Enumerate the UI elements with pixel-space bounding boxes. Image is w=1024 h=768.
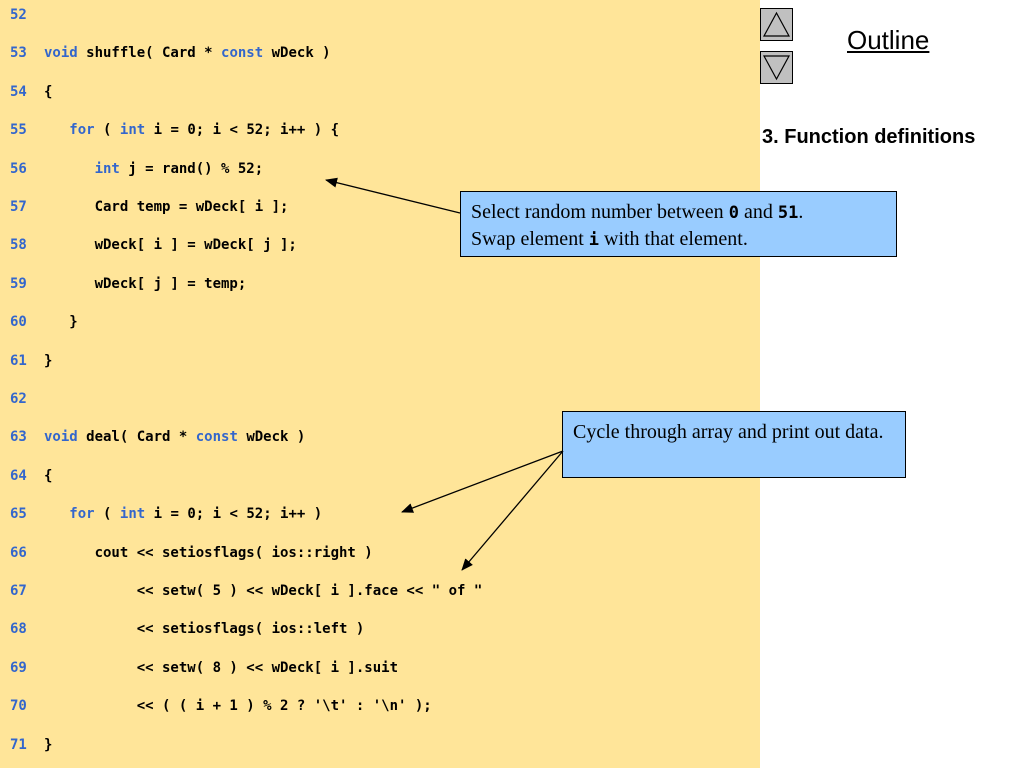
code-text: wDeck[ j ] = temp; bbox=[44, 275, 247, 292]
code-line: 62 bbox=[0, 388, 44, 410]
code-text: ( bbox=[94, 506, 120, 523]
line-number: 52 bbox=[10, 7, 27, 23]
code-text: } bbox=[44, 314, 78, 331]
code-text: shuffle( Card * bbox=[77, 45, 222, 62]
code-keyword: void bbox=[44, 45, 78, 62]
line-number: 56 bbox=[10, 160, 27, 177]
line-number: 55 bbox=[10, 122, 27, 139]
code-line: 66 cout << setiosflags( ios::right ) bbox=[0, 542, 373, 564]
code-panel: 52 53 void shuffle( Card * const wDeck ) 54… bbox=[0, 0, 760, 768]
line-number: 58 bbox=[10, 237, 27, 254]
triangle-up-icon bbox=[762, 11, 791, 37]
code-text: << setw( 5 ) << wDeck[ i ].face << " of … bbox=[44, 583, 483, 599]
code-text: i = 0; i < 52; i++ ) { bbox=[145, 122, 340, 139]
code-line: 63 void deal( Card * const wDeck ) bbox=[0, 426, 305, 448]
line-number: 54 bbox=[10, 83, 27, 100]
code-line: 61} bbox=[0, 350, 52, 372]
callout-text: . bbox=[798, 201, 804, 223]
callout-text: with that element. bbox=[599, 228, 748, 250]
code-variable-i: i bbox=[588, 230, 599, 250]
code-text: cout << setiosflags( ios::right ) bbox=[44, 544, 373, 561]
code-text: << setw( 8 ) << wDeck[ i ].suit bbox=[44, 659, 399, 676]
code-line: 65 for ( int i = 0; i < 52; i++ ) bbox=[0, 503, 322, 525]
code-text bbox=[44, 161, 95, 177]
callout-cycle-print: Cycle through array and print out data. bbox=[562, 411, 906, 478]
code-line: 70 << ( ( i + 1 ) % 2 ? '\t' : '\n' ); bbox=[0, 695, 432, 717]
callout-text: Select random number between bbox=[471, 201, 729, 223]
code-text bbox=[44, 506, 69, 522]
code-line: 68 << setiosflags( ios::left ) bbox=[0, 618, 364, 640]
section-label: 3. Function definitions bbox=[762, 126, 976, 148]
code-text: wDeck[ i ] = wDeck[ j ]; bbox=[44, 237, 297, 254]
code-text: } bbox=[44, 736, 53, 753]
code-keyword: for bbox=[69, 122, 95, 139]
code-line: 69 << setw( 8 ) << wDeck[ i ].suit bbox=[0, 657, 398, 679]
line-number: 68 bbox=[10, 621, 27, 638]
code-text: i = 0; i < 52; i++ ) bbox=[145, 506, 323, 523]
code-keyword: const bbox=[221, 45, 264, 62]
line-number: 60 bbox=[10, 314, 27, 331]
line-number: 65 bbox=[10, 506, 27, 523]
code-text: j = rand() % 52; bbox=[119, 160, 264, 177]
code-literal-0: 0 bbox=[728, 203, 739, 223]
code-text: wDeck ) bbox=[263, 45, 331, 62]
code-text: << setiosflags( ios::left ) bbox=[44, 621, 365, 638]
previous-slide-button[interactable] bbox=[760, 8, 793, 41]
code-line: 53 void shuffle( Card * const wDeck ) bbox=[0, 42, 331, 64]
code-text: { bbox=[44, 83, 53, 100]
code-text: << ( ( i + 1 ) % 2 ? '\t' : '\n' ); bbox=[44, 698, 432, 715]
code-text: ( bbox=[94, 122, 120, 139]
code-line: 59 wDeck[ j ] = temp; bbox=[0, 273, 246, 295]
code-line: 52 bbox=[0, 4, 44, 26]
line-number: 69 bbox=[10, 659, 27, 676]
code-keyword: int bbox=[119, 122, 146, 139]
line-number: 59 bbox=[10, 275, 27, 292]
code-line: 71} bbox=[0, 734, 52, 756]
line-number: 66 bbox=[10, 544, 27, 561]
next-slide-button[interactable] bbox=[760, 51, 793, 84]
code-line: 67 << setw( 5 ) << wDeck[ i ].face << " … bbox=[0, 580, 482, 602]
code-line: 58 wDeck[ i ] = wDeck[ j ]; bbox=[0, 234, 297, 256]
code-literal-51: 51 bbox=[777, 203, 799, 223]
code-text: } bbox=[44, 352, 53, 369]
line-number: 63 bbox=[10, 429, 27, 446]
code-keyword: int bbox=[119, 506, 146, 523]
code-text: Card temp = wDeck[ i ]; bbox=[44, 199, 289, 215]
callout-random-swap: Select random number between 0 and 51. S… bbox=[460, 191, 897, 257]
outline-link[interactable]: Outline bbox=[847, 25, 930, 55]
code-text: deal( Card * bbox=[77, 429, 196, 446]
code-line: 54 { bbox=[0, 81, 52, 103]
code-text: { bbox=[44, 467, 53, 484]
line-number: 67 bbox=[10, 583, 27, 599]
line-number: 62 bbox=[10, 391, 27, 407]
line-number: 53 bbox=[10, 45, 27, 62]
code-line: 64 { bbox=[0, 465, 52, 487]
callout-text: Cycle through array and print out data. bbox=[573, 421, 884, 443]
code-keyword: for bbox=[69, 506, 95, 523]
code-text bbox=[44, 122, 69, 138]
callout-text: Swap element bbox=[471, 228, 589, 250]
line-number: 70 bbox=[10, 698, 27, 715]
line-number: 61 bbox=[10, 352, 27, 369]
code-line: 57 Card temp = wDeck[ i ]; bbox=[0, 196, 288, 218]
code-line: 56 int j = rand() % 52; bbox=[0, 158, 263, 180]
code-line: 60 } bbox=[0, 311, 78, 333]
line-number: 64 bbox=[10, 467, 27, 484]
code-keyword: int bbox=[94, 160, 120, 177]
triangle-down-icon bbox=[762, 55, 791, 81]
callout-text: and bbox=[738, 201, 778, 223]
line-number: 57 bbox=[10, 199, 27, 215]
line-number: 71 bbox=[10, 736, 27, 753]
code-line: 55 for ( int i = 0; i < 52; i++ ) { bbox=[0, 119, 339, 141]
code-keyword: void bbox=[44, 429, 78, 446]
code-keyword: const bbox=[195, 429, 238, 446]
code-text: wDeck ) bbox=[237, 429, 306, 446]
